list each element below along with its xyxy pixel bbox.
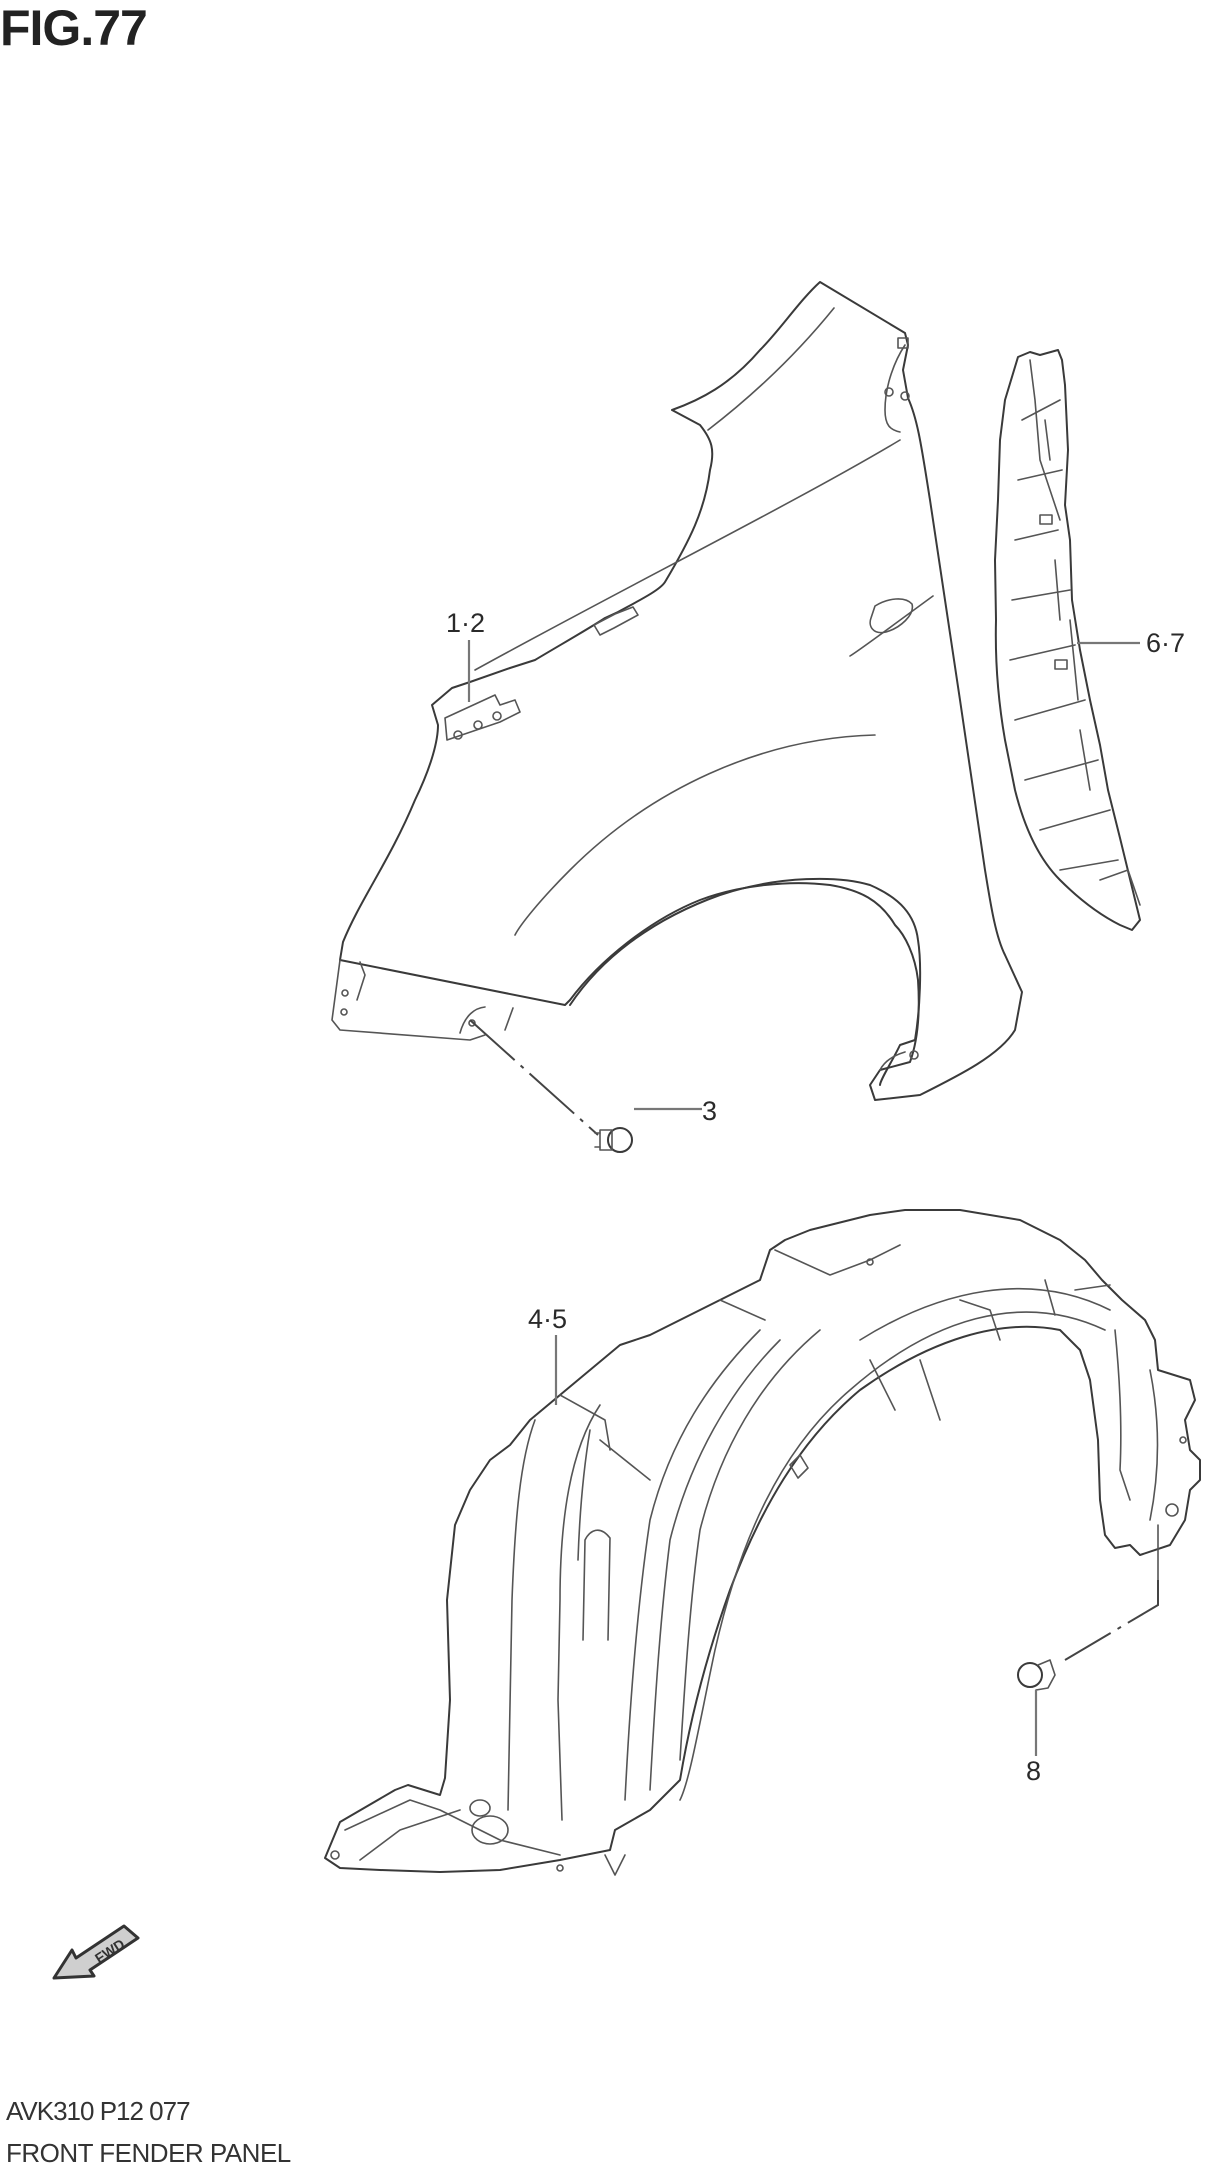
callout-1-2[interactable]: 1·2 <box>446 608 486 638</box>
callout-4-5[interactable]: 4·5 <box>528 1304 568 1334</box>
fender-bolt-part <box>469 1019 633 1153</box>
figure-title: FIG.77 <box>0 0 148 56</box>
fender-liner-part <box>324 1209 1201 1876</box>
callout-6-7[interactable]: 6·7 <box>1146 628 1186 658</box>
fwd-arrow-icon: FWD <box>52 1924 140 1980</box>
front-fender-part <box>331 281 1023 1101</box>
callout-8[interactable]: 8 <box>1026 1756 1042 1786</box>
fender-bracket-part <box>994 349 1141 931</box>
liner-screw-part <box>1017 1580 1159 1691</box>
callout-3[interactable]: 3 <box>702 1096 718 1126</box>
figure-name: FRONT FENDER PANEL <box>6 2138 291 2168</box>
figure-code: AVK310 P12 077 <box>6 2096 191 2126</box>
